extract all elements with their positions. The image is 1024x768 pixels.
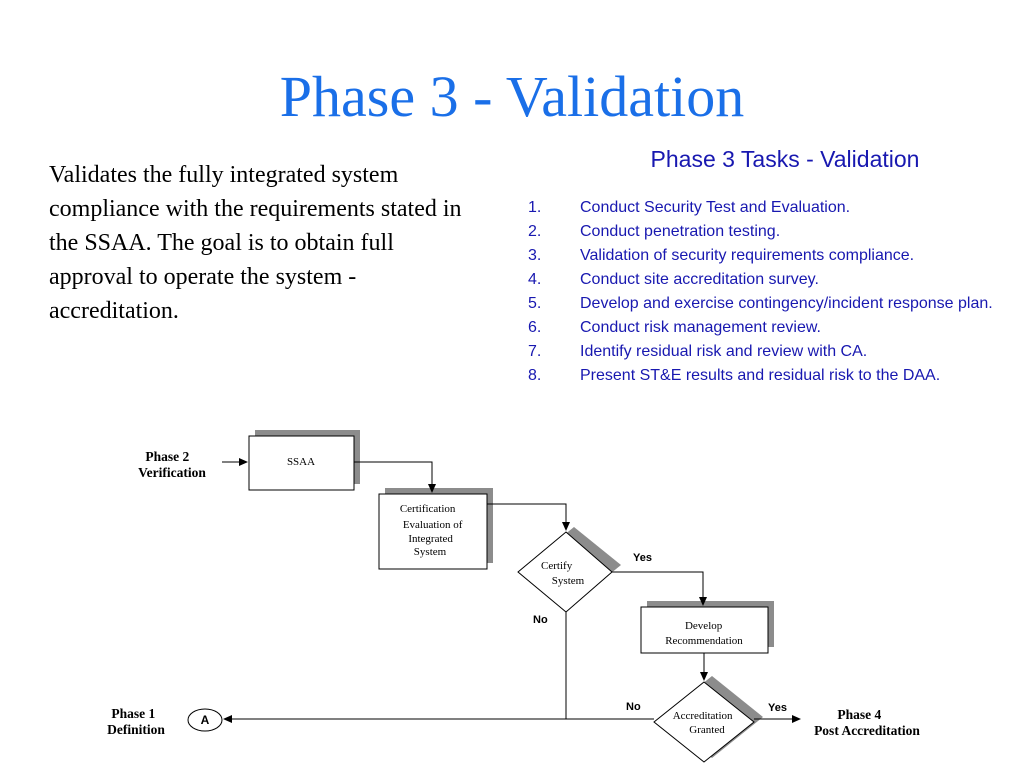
arrow-ssaa-to-certification <box>354 461 436 493</box>
task-item: 4. Conduct site accreditation survey. <box>528 268 1024 292</box>
task-item: 7. Identify residual risk and review with… <box>528 340 1024 364</box>
flow-arrows <box>222 458 801 723</box>
develop-recommendation-box: Develop Recommendation <box>640 601 774 654</box>
task-number: 5. <box>528 295 542 312</box>
task-item: 2. Conduct penetration testing. <box>528 220 1024 244</box>
slide-title: Phase 3 - Validation <box>279 64 745 129</box>
task-item: 8. Present ST&E results and residual risk… <box>528 364 1024 388</box>
task-text: Conduct Security Test and Evaluation. <box>580 199 851 216</box>
certify-system-label: Certify System <box>541 560 585 587</box>
task-text: Identify residual risk and review with C… <box>580 343 868 360</box>
connector-a-label: A <box>201 713 210 727</box>
tasks-list: 1.Conduct Security Test and Evaluation. … <box>528 196 1024 388</box>
develop-recommendation-label: Develop Recommendation <box>665 620 743 647</box>
arrow-certification-to-certify <box>487 503 570 531</box>
phase1-label: Phase 1 Definition <box>107 706 165 737</box>
connector-a: A <box>187 708 223 732</box>
certify-yes-label: Yes <box>633 552 652 564</box>
task-text: Conduct risk management review. <box>580 319 821 336</box>
task-text: Develop and exercise contingency/inciden… <box>580 295 993 312</box>
task-number: 1. <box>528 199 542 216</box>
phase4-label: Phase 4 Post Accreditation <box>814 707 920 738</box>
accreditation-granted-label: Accreditation Granted <box>673 710 736 736</box>
task-item: 1. Conduct Security Test and Evaluation. <box>528 196 1024 220</box>
task-number: 7. <box>528 343 542 360</box>
certify-system-decision: Certify System <box>517 527 621 613</box>
certification-label: Certification Evaluation of Integrated S… <box>400 503 465 558</box>
ssaa-box: SSAA <box>248 430 360 491</box>
phase2-label: Phase 2 Verification <box>138 449 206 480</box>
arrow-certify-yes <box>612 571 707 606</box>
tasks-heading: Phase 3 Tasks - Validation <box>650 146 920 172</box>
task-text: Validation of security requirements comp… <box>580 247 915 264</box>
task-text: Present ST&E results and residual risk t… <box>580 367 941 384</box>
ssaa-label: SSAA <box>287 456 315 468</box>
task-number: 2. <box>528 223 542 240</box>
certification-box: Certification Evaluation of Integrated S… <box>378 488 493 570</box>
task-item: 6. Conduct risk management review. <box>528 316 1024 340</box>
intro-paragraph: Validates the fully integrated system co… <box>49 162 462 324</box>
task-text: Conduct penetration testing. <box>580 223 781 240</box>
certify-no-label: No <box>533 614 548 626</box>
task-number: 4. <box>528 271 542 288</box>
task-item: 5. Develop and exercise contingency/incid… <box>528 292 1024 316</box>
accreditation-no-label: No <box>626 701 641 713</box>
accreditation-granted-decision: Accreditation Granted <box>653 676 763 763</box>
task-item: 3. Validation of security requirements co… <box>528 244 1024 268</box>
accreditation-yes-label: Yes <box>768 702 787 714</box>
task-number: 3. <box>528 247 542 264</box>
task-number: 6. <box>528 319 542 336</box>
task-number: 8. <box>528 367 542 384</box>
task-text: Conduct site accreditation survey. <box>580 271 819 288</box>
